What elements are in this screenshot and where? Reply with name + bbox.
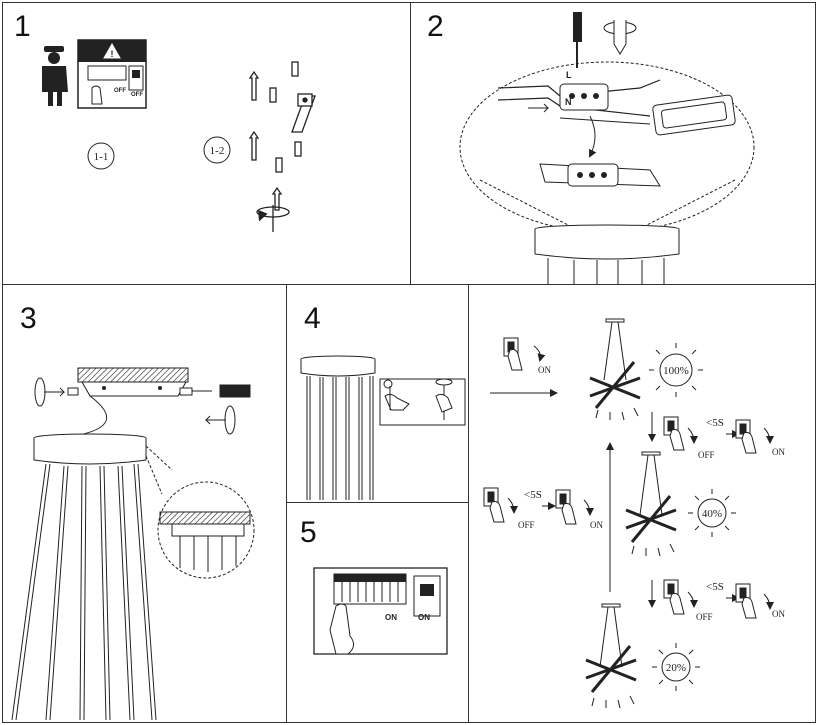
chandelier-40 [625,451,677,557]
left-on-label: ON [590,520,603,530]
svg-text:!: ! [111,49,114,59]
level-100-label: 100% [663,365,689,377]
sub-step-1-1-label: 1-1 [94,151,109,163]
canopy-with-rods-step4 [300,355,376,500]
row1-off-label: OFF [698,450,715,460]
sun-40-icon: 40% [688,489,736,537]
left-timing-label: <5S [524,489,542,501]
row2-on-label: ON [772,609,785,619]
sun-100-icon: 100% [649,343,703,397]
switch-off-step-left: OFF <5S ON [483,487,603,530]
wiring-zoom-bubble: L N [459,61,755,233]
step1-breaker-off-text: OFF [114,88,126,94]
step5-switch-on-text: ON [418,613,430,622]
step5-breaker-on-text: ON [385,613,397,622]
sun-20-icon: 20% [652,643,700,691]
ceiling-canopy-step2 [534,224,680,284]
breaker-box-on: ON ON [313,567,448,655]
wall-switch-on-icon: ON [503,337,551,375]
wire-n-label: N [565,97,572,107]
step-3-number: 3 [20,302,37,335]
chandelier-100 [589,318,641,421]
step-5-number: 5 [300,516,317,549]
row2-timing-label: <5S [706,581,724,593]
ceiling-plate-hatched [77,367,189,397]
level-40-label: 40% [702,508,722,520]
row1-on-label: ON [772,447,785,457]
sub-step-1-2: 1-2 [203,136,231,164]
switch-off-step-row2: OFF <5S ON [663,579,785,622]
switch-off-step-row1: OFF <5S ON [663,416,785,460]
screwdriver-icon [573,12,582,68]
rod-adjust-detail [379,378,466,426]
step-1-panel [2,2,412,285]
sub-step-1-1: 1-1 [87,142,115,170]
step-1-number: 1 [14,10,31,43]
row2-off-label: OFF [696,612,713,622]
sub-step-1-2-label: 1-2 [210,145,225,157]
mounting-bracket [248,61,316,232]
row1-timing-label: <5S [706,417,724,429]
step1-switch-off-text: OFF [131,92,143,98]
level-20-label: 20% [666,662,686,674]
screws-step3 [34,377,251,435]
wire-l-label: L [566,70,572,80]
rotate-arrow-icon [603,20,637,55]
zoom-detail-step3 [145,445,255,579]
electrician-icon [42,46,68,106]
top-on-label: ON [538,365,551,375]
chandelier-20 [585,603,637,709]
step-2-number: 2 [427,10,444,43]
step-4-number: 4 [304,302,321,335]
breaker-box-off: ! OFF OFF [77,39,147,109]
canopy-with-rods-step3 [11,395,157,721]
left-off-label: OFF [518,520,535,530]
